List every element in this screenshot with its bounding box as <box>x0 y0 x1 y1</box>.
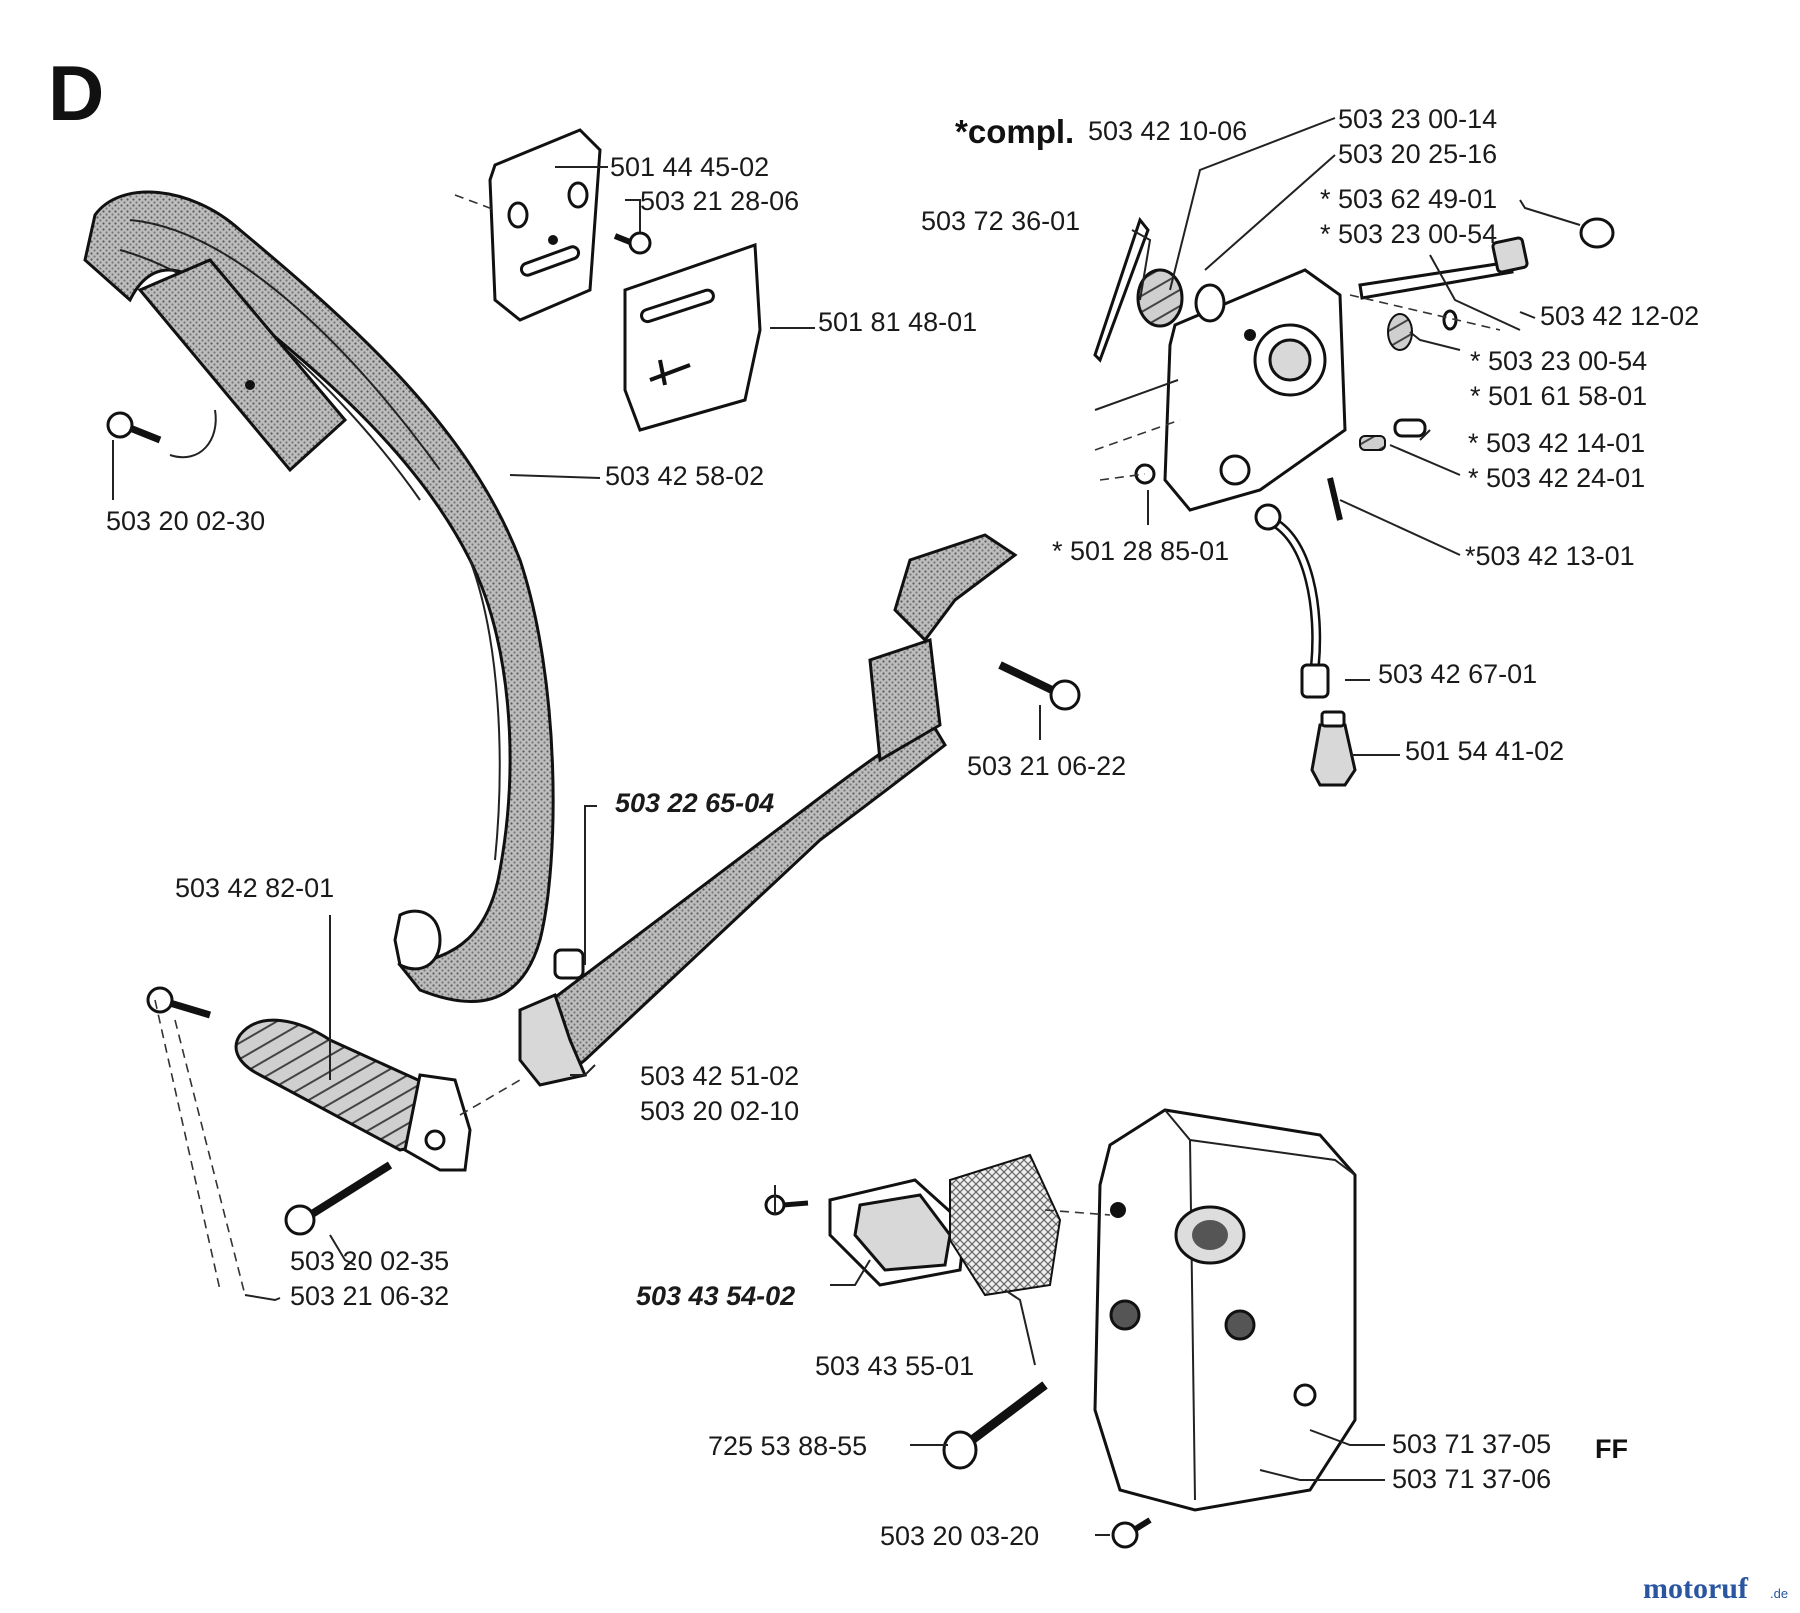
assembly-line <box>454 194 496 211</box>
screw-muffler-gasket <box>764 1194 809 1216</box>
ff-label: FF <box>1595 1434 1628 1464</box>
label-503428201: 503 42 82-01 <box>175 873 334 903</box>
label-503435402: 503 43 54-02 <box>636 1281 795 1311</box>
label-501444502: 501 44 45-02 <box>610 152 769 182</box>
assembly-line <box>1349 294 1501 331</box>
label-503713706: 503 71 37-06 <box>1392 1464 1551 1494</box>
bar-guide-plate-inner <box>623 242 762 432</box>
rear-handle-grip <box>234 1018 472 1172</box>
label-503212806: 503 21 28-06 <box>640 186 799 216</box>
section-letter: D <box>48 49 104 137</box>
leader-lines <box>112 117 1581 1536</box>
label-501814801: 501 81 48-01 <box>818 307 977 337</box>
oil-filter <box>1310 710 1357 787</box>
label-503230054b: * 503 23 00-54 <box>1470 346 1647 376</box>
label-503210632: 503 21 06-32 <box>290 1281 449 1311</box>
label-503713705: 503 71 37-05 <box>1392 1429 1551 1459</box>
compl-label: *compl. <box>955 113 1074 150</box>
label-503624901: * 503 62 49-01 <box>1320 184 1497 214</box>
label-501615801: * 501 61 58-01 <box>1470 381 1647 411</box>
label-503421202: 503 42 12-02 <box>1540 301 1699 331</box>
label-503200235: 503 20 02-35 <box>290 1246 449 1276</box>
label-503200210: 503 20 02-10 <box>640 1096 799 1126</box>
oil-pump-housing <box>1163 268 1347 512</box>
oil-pump-piston <box>1358 217 1615 351</box>
label-503421006: 503 42 10-06 <box>1088 116 1247 146</box>
screw-503200320 <box>1111 1517 1152 1549</box>
watermark-suffix: .de <box>1770 1586 1788 1601</box>
label-503230014: 503 23 00-14 <box>1338 104 1497 134</box>
label-503422401: * 503 42 24-01 <box>1468 463 1645 493</box>
label-501288501: * 501 28 85-01 <box>1052 536 1229 566</box>
hand-guard-spike-bar <box>518 533 1018 1087</box>
label-503421401: * 503 42 14-01 <box>1468 428 1645 458</box>
assembly-line <box>1094 419 1181 481</box>
oil-pump-adjust-screw <box>1327 418 1427 521</box>
bar-guide-plate-outer <box>488 128 602 322</box>
spike-plate-503226504 <box>553 948 585 980</box>
muffler-body <box>1093 1108 1357 1512</box>
muffler-screen <box>949 1153 1062 1297</box>
screw-725538855 <box>942 1381 1048 1470</box>
oil-pump-seal-ring <box>1194 283 1226 323</box>
screw-503200235 <box>284 1161 393 1236</box>
label-503723601: 503 72 36-01 <box>921 206 1080 236</box>
watermark-text: motoruf <box>1643 1572 1749 1605</box>
label-503435501: 503 43 55-01 <box>815 1351 974 1381</box>
label-503421301: *503 42 13-01 <box>1465 541 1635 571</box>
watermark: motoruf .de <box>1643 1572 1788 1605</box>
label-503426701: 503 42 67-01 <box>1378 659 1537 689</box>
label-725538855: 725 53 88-55 <box>708 1431 867 1461</box>
label-503425102: 503 42 51-02 <box>640 1061 799 1091</box>
screw-503212806 <box>613 231 652 255</box>
label-503230054a: * 503 23 00-54 <box>1320 219 1497 249</box>
label-503202516: 503 20 25-16 <box>1338 139 1497 169</box>
screw-503210622 <box>998 661 1081 711</box>
label-501544102: 501 54 41-02 <box>1405 736 1564 766</box>
screw-503200230 <box>106 411 162 444</box>
front-handle-bar <box>83 190 555 1003</box>
assembly-line <box>154 999 246 1296</box>
label-503226504: 503 22 65-04 <box>615 788 774 818</box>
assembly-line <box>1044 1209 1111 1216</box>
screw-503210632 <box>146 986 212 1019</box>
assembly-line <box>459 1079 521 1116</box>
label-503210622: 503 21 06-22 <box>967 751 1126 781</box>
label-503200230: 503 20 02-30 <box>106 506 265 536</box>
oil-hose <box>1254 503 1330 699</box>
label-503200320: 503 20 03-20 <box>880 1521 1039 1551</box>
muffler-gasket <box>828 1178 967 1287</box>
label-503425802: 503 42 58-02 <box>605 461 764 491</box>
oil-pump-worm-gear <box>1093 216 1184 363</box>
